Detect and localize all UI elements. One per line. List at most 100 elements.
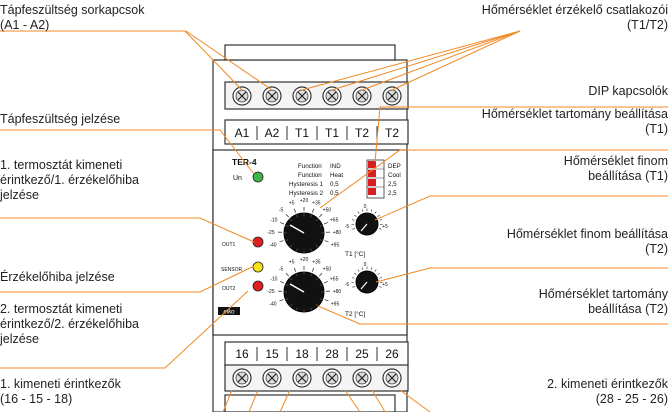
knob-tick <box>311 267 315 272</box>
label-output2-contacts-line1: 2. kimeneti érintkezők <box>547 377 668 391</box>
leader-line <box>391 30 521 91</box>
out1-led <box>252 236 264 248</box>
knob-grip <box>310 307 313 311</box>
leader-line <box>374 195 668 221</box>
knob-t1-fine[interactable]: -50+5 <box>345 204 388 236</box>
small-knob-tick <box>352 286 355 288</box>
dip-switches[interactable] <box>366 159 385 199</box>
knob-scale-label: +80 <box>333 289 342 295</box>
leader-line <box>0 265 255 293</box>
small-knob-tick <box>379 277 382 279</box>
small-knob-tick <box>374 269 377 272</box>
small-knob-tick <box>379 228 382 230</box>
bottom-terminal-15: 15 <box>265 347 279 361</box>
leader-line <box>0 129 255 175</box>
label-supply-indicator: Tápfeszültség jelzése <box>0 112 120 127</box>
knob-tick <box>311 208 315 213</box>
label-out2-indicator: 2. termosztát kimeneti érintkező/2. érzé… <box>0 302 139 347</box>
knob-tick <box>279 240 284 243</box>
small-knob-label: 0 <box>364 204 367 210</box>
knob-grip <box>285 298 289 301</box>
knob-grip <box>295 248 298 252</box>
label-supply-terminals-line2: (A1 - A2) <box>0 18 50 32</box>
knob-t2-range[interactable]: -40-25-10-5+5+20+35+50+65+80+95 <box>267 257 342 313</box>
label-output2-contacts: 2. kimeneti érintkezők (28 - 25 - 26) <box>547 377 668 407</box>
top-terminal-a1: A1 <box>235 126 250 140</box>
sensor-led <box>252 261 264 273</box>
label-fine-t2: Hőmérséklet finom beállítása (T2) <box>507 227 668 257</box>
knob-grip <box>295 214 298 218</box>
knob-grip <box>289 244 293 248</box>
knob-tick <box>280 281 285 284</box>
knob-grip <box>319 239 323 242</box>
knob-grip <box>315 277 319 281</box>
fn-row-3-right: 2,5 <box>388 181 397 188</box>
label-range-t1-line2: (T1) <box>645 122 668 136</box>
knob-pointer <box>289 283 305 293</box>
label-range-t2-line1: Hőmérséklet tartomány <box>538 287 668 301</box>
leader-line <box>319 149 668 209</box>
leader-line <box>331 30 521 91</box>
fn-row-1-left: IND <box>330 163 341 170</box>
label-sensor-terminals-line1: Hőmérséklet érzékelő csatlakozói <box>481 3 668 17</box>
knob-pointer <box>289 224 305 234</box>
knob-scale-label: +95 <box>331 301 340 307</box>
fn-row-2-right: Cool <box>388 172 401 179</box>
fn-row-4-left: 0,5 <box>330 190 339 197</box>
leader-line <box>222 389 233 412</box>
sensor-label: SENSOR <box>221 267 243 273</box>
label-fine-t1: Hőmérséklet finom beállítása (T1) <box>564 154 668 184</box>
knob-tick <box>319 214 323 218</box>
small-knob-tick <box>377 214 380 217</box>
leader-line <box>0 217 255 243</box>
small-knob-tick <box>357 269 360 272</box>
small-knob-tick <box>352 219 355 221</box>
leader-line <box>399 389 431 412</box>
leader-line <box>317 305 668 325</box>
label-sensor-terminals-line2: (T1/T2) <box>627 18 668 32</box>
leader-line <box>0 30 243 91</box>
knob-grip <box>315 218 319 222</box>
brand-logo: elko <box>218 307 240 316</box>
top-terminal-t1a: T1 <box>295 126 309 140</box>
small-knob-label: -5 <box>345 224 350 230</box>
label-out1-indicator-line2: érintkező/1. érzékelőhiba <box>0 173 139 187</box>
knob-t2-fine[interactable]: -50+5 <box>345 262 388 294</box>
label-sensor-fault-line1: Érzékelőhiba jelzése <box>0 270 115 284</box>
label-output1-contacts-line1: 1. kimeneti érintkezők <box>0 377 121 391</box>
small-knob-tick <box>370 209 373 212</box>
label-out1-indicator-line1: 1. termosztát kimeneti <box>0 158 123 172</box>
label-supply-indicator-line1: Tápfeszültség jelzése <box>0 112 121 126</box>
knob-scale-label: -25 <box>267 230 274 236</box>
small-knob-label: 0 <box>364 262 367 268</box>
knob-t1-range[interactable]: -40-25-10-5+5+20+35+50+65+80+95 <box>267 198 341 254</box>
terminal-screw <box>262 368 282 388</box>
bottom-terminal-28: 28 <box>325 347 339 361</box>
supply-led <box>252 171 264 183</box>
label-out2-indicator-line2: érintkező/2. érzékelőhiba <box>0 317 139 331</box>
knob-grip <box>319 298 323 301</box>
knob-tick <box>324 299 329 302</box>
knob-grip <box>319 283 323 286</box>
knob-scale-label: +5 <box>289 200 295 206</box>
label-dip-switches: DIP kapcsolók <box>588 84 668 99</box>
knob-scale-label: -40 <box>269 301 276 307</box>
knob-scale-label: +50 <box>323 266 332 272</box>
label-out2-indicator-line1: 2. termosztát kimeneti <box>0 302 123 316</box>
knob-grip <box>315 303 319 307</box>
knob-scale-label: -10 <box>270 277 277 283</box>
terminal-screw <box>352 368 372 388</box>
knob-grip <box>310 248 313 252</box>
bottom-terminal-18: 18 <box>295 347 309 361</box>
fn-row-1-right: DEP <box>388 163 401 170</box>
knob-tick <box>293 267 297 272</box>
knob-scale-label: +65 <box>330 218 339 224</box>
label-supply-terminals-line1: Tápfeszültség sorkapcsok <box>0 3 145 17</box>
top-terminal-a2: A2 <box>265 126 280 140</box>
out1-label: OUT1 <box>222 242 236 248</box>
terminal-screw <box>352 86 372 106</box>
label-range-t2-line2: beállítása (T2) <box>588 302 668 316</box>
terminal-screw <box>292 86 312 106</box>
knob-grip <box>295 307 298 311</box>
